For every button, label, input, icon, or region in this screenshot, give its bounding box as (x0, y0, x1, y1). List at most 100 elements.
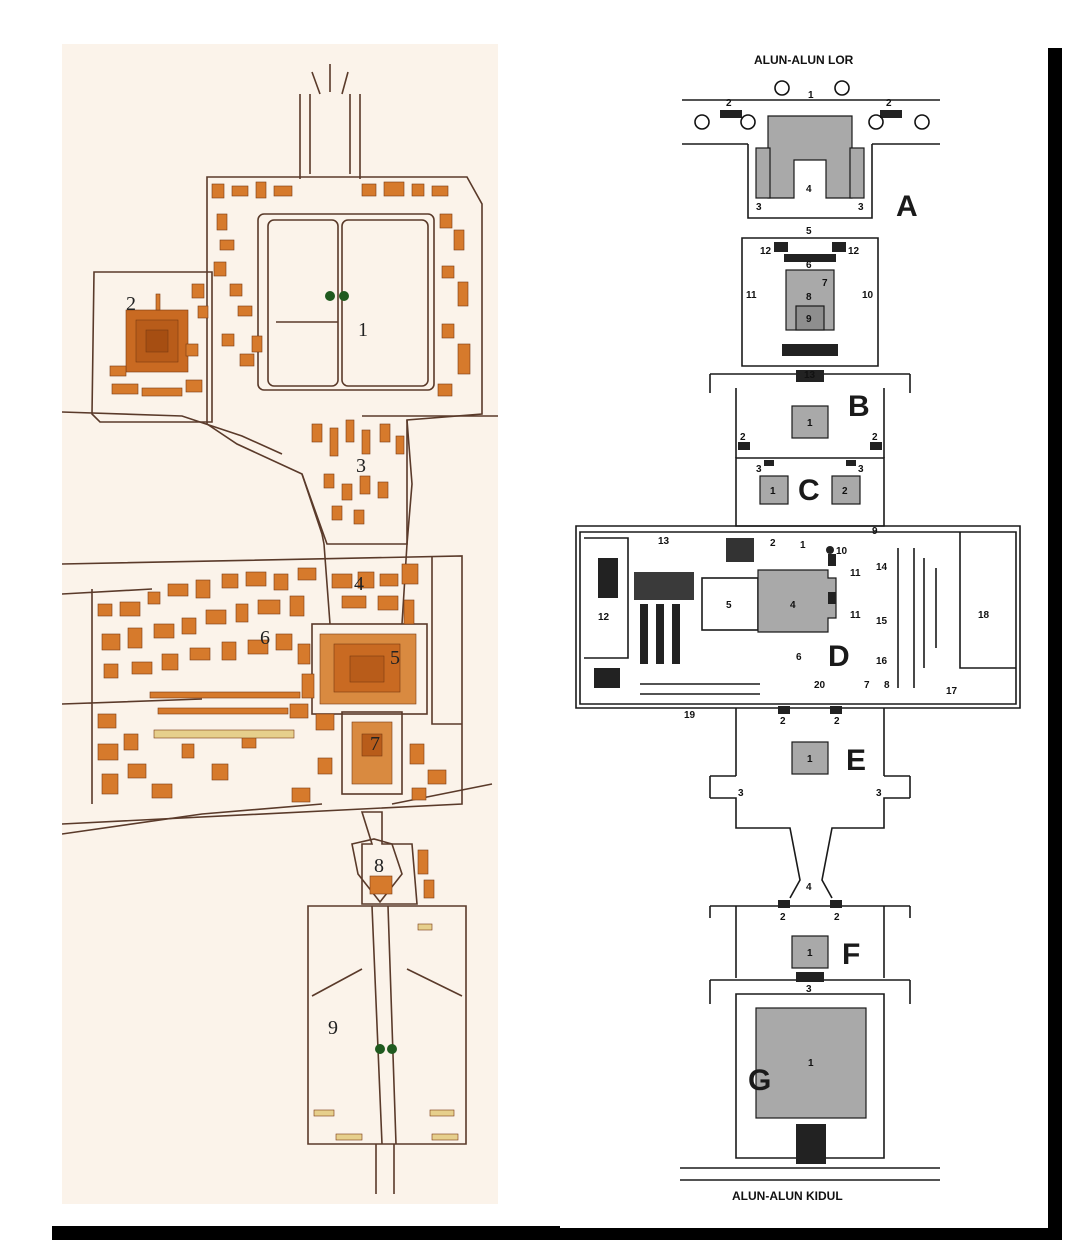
num-a2b: 2 (886, 98, 892, 109)
alun-kidul-diagonals (311, 968, 463, 997)
left-map-outlines (62, 64, 498, 1194)
num-d11a: 11 (850, 568, 861, 579)
num-d19: 19 (684, 710, 696, 721)
num-f3: 3 (806, 984, 812, 995)
section-letter-a: A (896, 190, 918, 223)
frame-shadow-bottom (52, 1226, 1062, 1240)
d12-frame (584, 537, 629, 659)
num-b12b: 12 (848, 246, 860, 257)
north-road-branches (311, 64, 349, 95)
e1-hall (791, 741, 829, 775)
num-g1: 1 (808, 1058, 814, 1069)
num-b7: 7 (822, 278, 828, 289)
num-e1: 1 (807, 754, 813, 765)
d19-rows (640, 683, 760, 695)
num-e2b: 2 (834, 716, 840, 727)
num-d8: 8 (884, 680, 890, 691)
c1-hall (759, 475, 789, 505)
left-label-3: 3 (356, 455, 366, 477)
left-label-9: 9 (328, 1017, 338, 1039)
num-d5: 5 (726, 600, 732, 611)
kraton-west-walls (62, 588, 203, 804)
left-label-2: 2 (126, 293, 136, 315)
num-f4: 4 (806, 882, 812, 893)
section-letter-d: D (828, 640, 850, 673)
left-map-buildings (97, 181, 471, 1141)
alun-kidul-center-path (371, 905, 397, 1145)
num-c1: 1 (770, 486, 776, 497)
section-e-wall (709, 708, 911, 798)
alun-lor-west-field (267, 219, 339, 387)
tree-icon (694, 114, 710, 130)
left-map-svg: 2 1 3 4 5 6 7 8 9 (62, 64, 498, 1194)
a3-west (755, 147, 771, 199)
num-d11b: 11 (850, 610, 861, 621)
mosque-compound-boundary (91, 271, 213, 423)
beringin-tree-icon (375, 1044, 385, 1054)
left-label-5: 5 (390, 647, 400, 669)
tree-icon (868, 114, 884, 130)
num-c3a: 3 (756, 464, 762, 475)
g1-hall (755, 1007, 867, 1119)
north-road (299, 94, 361, 179)
num-d1: 1 (800, 540, 806, 551)
num-b5: 5 (806, 226, 812, 237)
alun-alun-kidul-boundary (307, 905, 467, 1145)
num-d6: 6 (796, 652, 802, 663)
num-d12: 12 (598, 612, 610, 623)
num-e3a: 3 (738, 788, 744, 799)
courtyard-7-frame (341, 711, 403, 795)
left-label-7: 7 (370, 733, 380, 755)
d18-frame (959, 532, 1016, 669)
right-map-numbers: 1 2 2 3 3 4 5 12 12 6 7 8 9 10 11 13 1 2… (598, 90, 990, 1069)
d-east-strips (897, 548, 937, 688)
num-a2a: 2 (726, 98, 732, 109)
section-letter-b: B (848, 390, 870, 423)
num-a4: 4 (806, 184, 812, 195)
caption-alun-alun-lor: ALUN-ALUN LOR (754, 53, 854, 67)
num-b12a: 12 (760, 246, 772, 257)
num-b6: 6 (806, 260, 812, 271)
south-road-lines (680, 1167, 940, 1181)
tree-icon (914, 114, 930, 130)
courtyard-8-inner (351, 838, 403, 904)
right-map-svg: ALUN-ALUN LOR ALUN-ALUN KIDUL (575, 53, 1021, 1203)
section-d-inner-wall (579, 531, 1017, 705)
num-d14: 14 (876, 562, 888, 573)
a4-pagelaran (767, 115, 853, 199)
right-map-flowers (694, 80, 930, 130)
section-letter-g: G (748, 1064, 771, 1097)
frame-shadow-right (1048, 48, 1062, 1238)
tree-icon (740, 114, 756, 130)
corridor-e-f (710, 797, 910, 899)
section-b-wall (741, 237, 879, 367)
section-d-wall (575, 525, 1021, 709)
d4-bangsal-kencana (757, 569, 837, 633)
num-a3b: 3 (858, 202, 864, 213)
num-c2: 2 (842, 486, 848, 497)
num-d15: 15 (876, 616, 888, 627)
right-map-halls (755, 115, 867, 1119)
section-letter-c: C (798, 474, 820, 507)
beringin-tree-icon (325, 291, 335, 301)
num-b10: 10 (862, 290, 874, 301)
left-map-trees (325, 291, 397, 1054)
section-letter-f: F (842, 938, 860, 971)
num-f1: 1 (807, 948, 813, 959)
kraton-east-strip (431, 556, 462, 725)
num-d9: 9 (872, 526, 878, 537)
num-d13: 13 (658, 536, 670, 547)
f1-hall (791, 935, 829, 969)
left-label-1: 1 (358, 319, 368, 341)
alun-lor-east-field (341, 219, 429, 387)
corridor-3-boundary (301, 419, 413, 545)
north-road-lines (682, 99, 940, 145)
section-letter-e: E (846, 744, 866, 777)
num-e3b: 3 (876, 788, 882, 799)
courtyard-8-boundary (360, 811, 418, 905)
south-road (375, 1144, 395, 1194)
tree-icon (774, 80, 790, 96)
right-map-dark-elements (594, 110, 902, 1164)
num-bb1: 1 (807, 418, 813, 429)
num-f2b: 2 (834, 912, 840, 923)
